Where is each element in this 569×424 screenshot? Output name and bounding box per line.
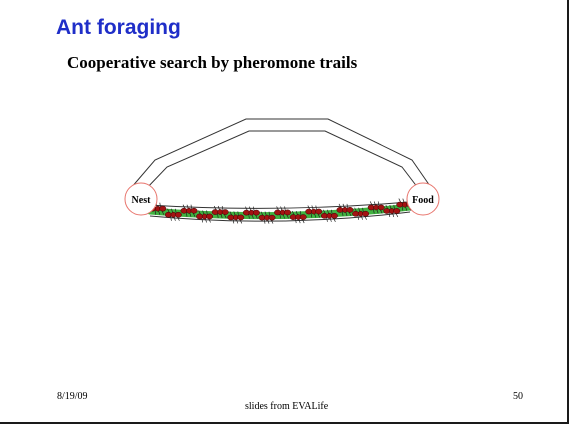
food-label: Food — [412, 195, 434, 206]
nest-label: Nest — [132, 195, 152, 206]
upper-path-outer — [130, 118, 431, 189]
ant — [274, 206, 292, 219]
upper-path-inner — [144, 130, 419, 191]
lower-path-bottom-edge — [149, 211, 411, 222]
ant — [367, 201, 385, 214]
footer-credit: slides from EVALife — [245, 401, 329, 412]
ant-group — [149, 198, 414, 224]
ant — [305, 205, 323, 218]
food-node: Food — [406, 182, 440, 216]
page-number: 50 — [513, 391, 523, 402]
footer-date: 8/19/09 — [57, 391, 88, 402]
ant — [196, 210, 214, 223]
ant — [336, 203, 354, 217]
ant — [320, 209, 338, 222]
ant — [242, 206, 260, 219]
ant — [289, 210, 307, 224]
slide-subtitle: Cooperative search by pheromone trails — [67, 53, 358, 72]
ant — [227, 211, 245, 224]
ant — [180, 204, 198, 217]
ant — [211, 205, 229, 219]
slide-title: Ant foraging — [56, 16, 181, 39]
ant — [352, 207, 370, 220]
ant — [164, 208, 182, 221]
ant — [258, 211, 276, 224]
nest-node: Nest — [124, 182, 158, 216]
ant — [383, 204, 401, 218]
